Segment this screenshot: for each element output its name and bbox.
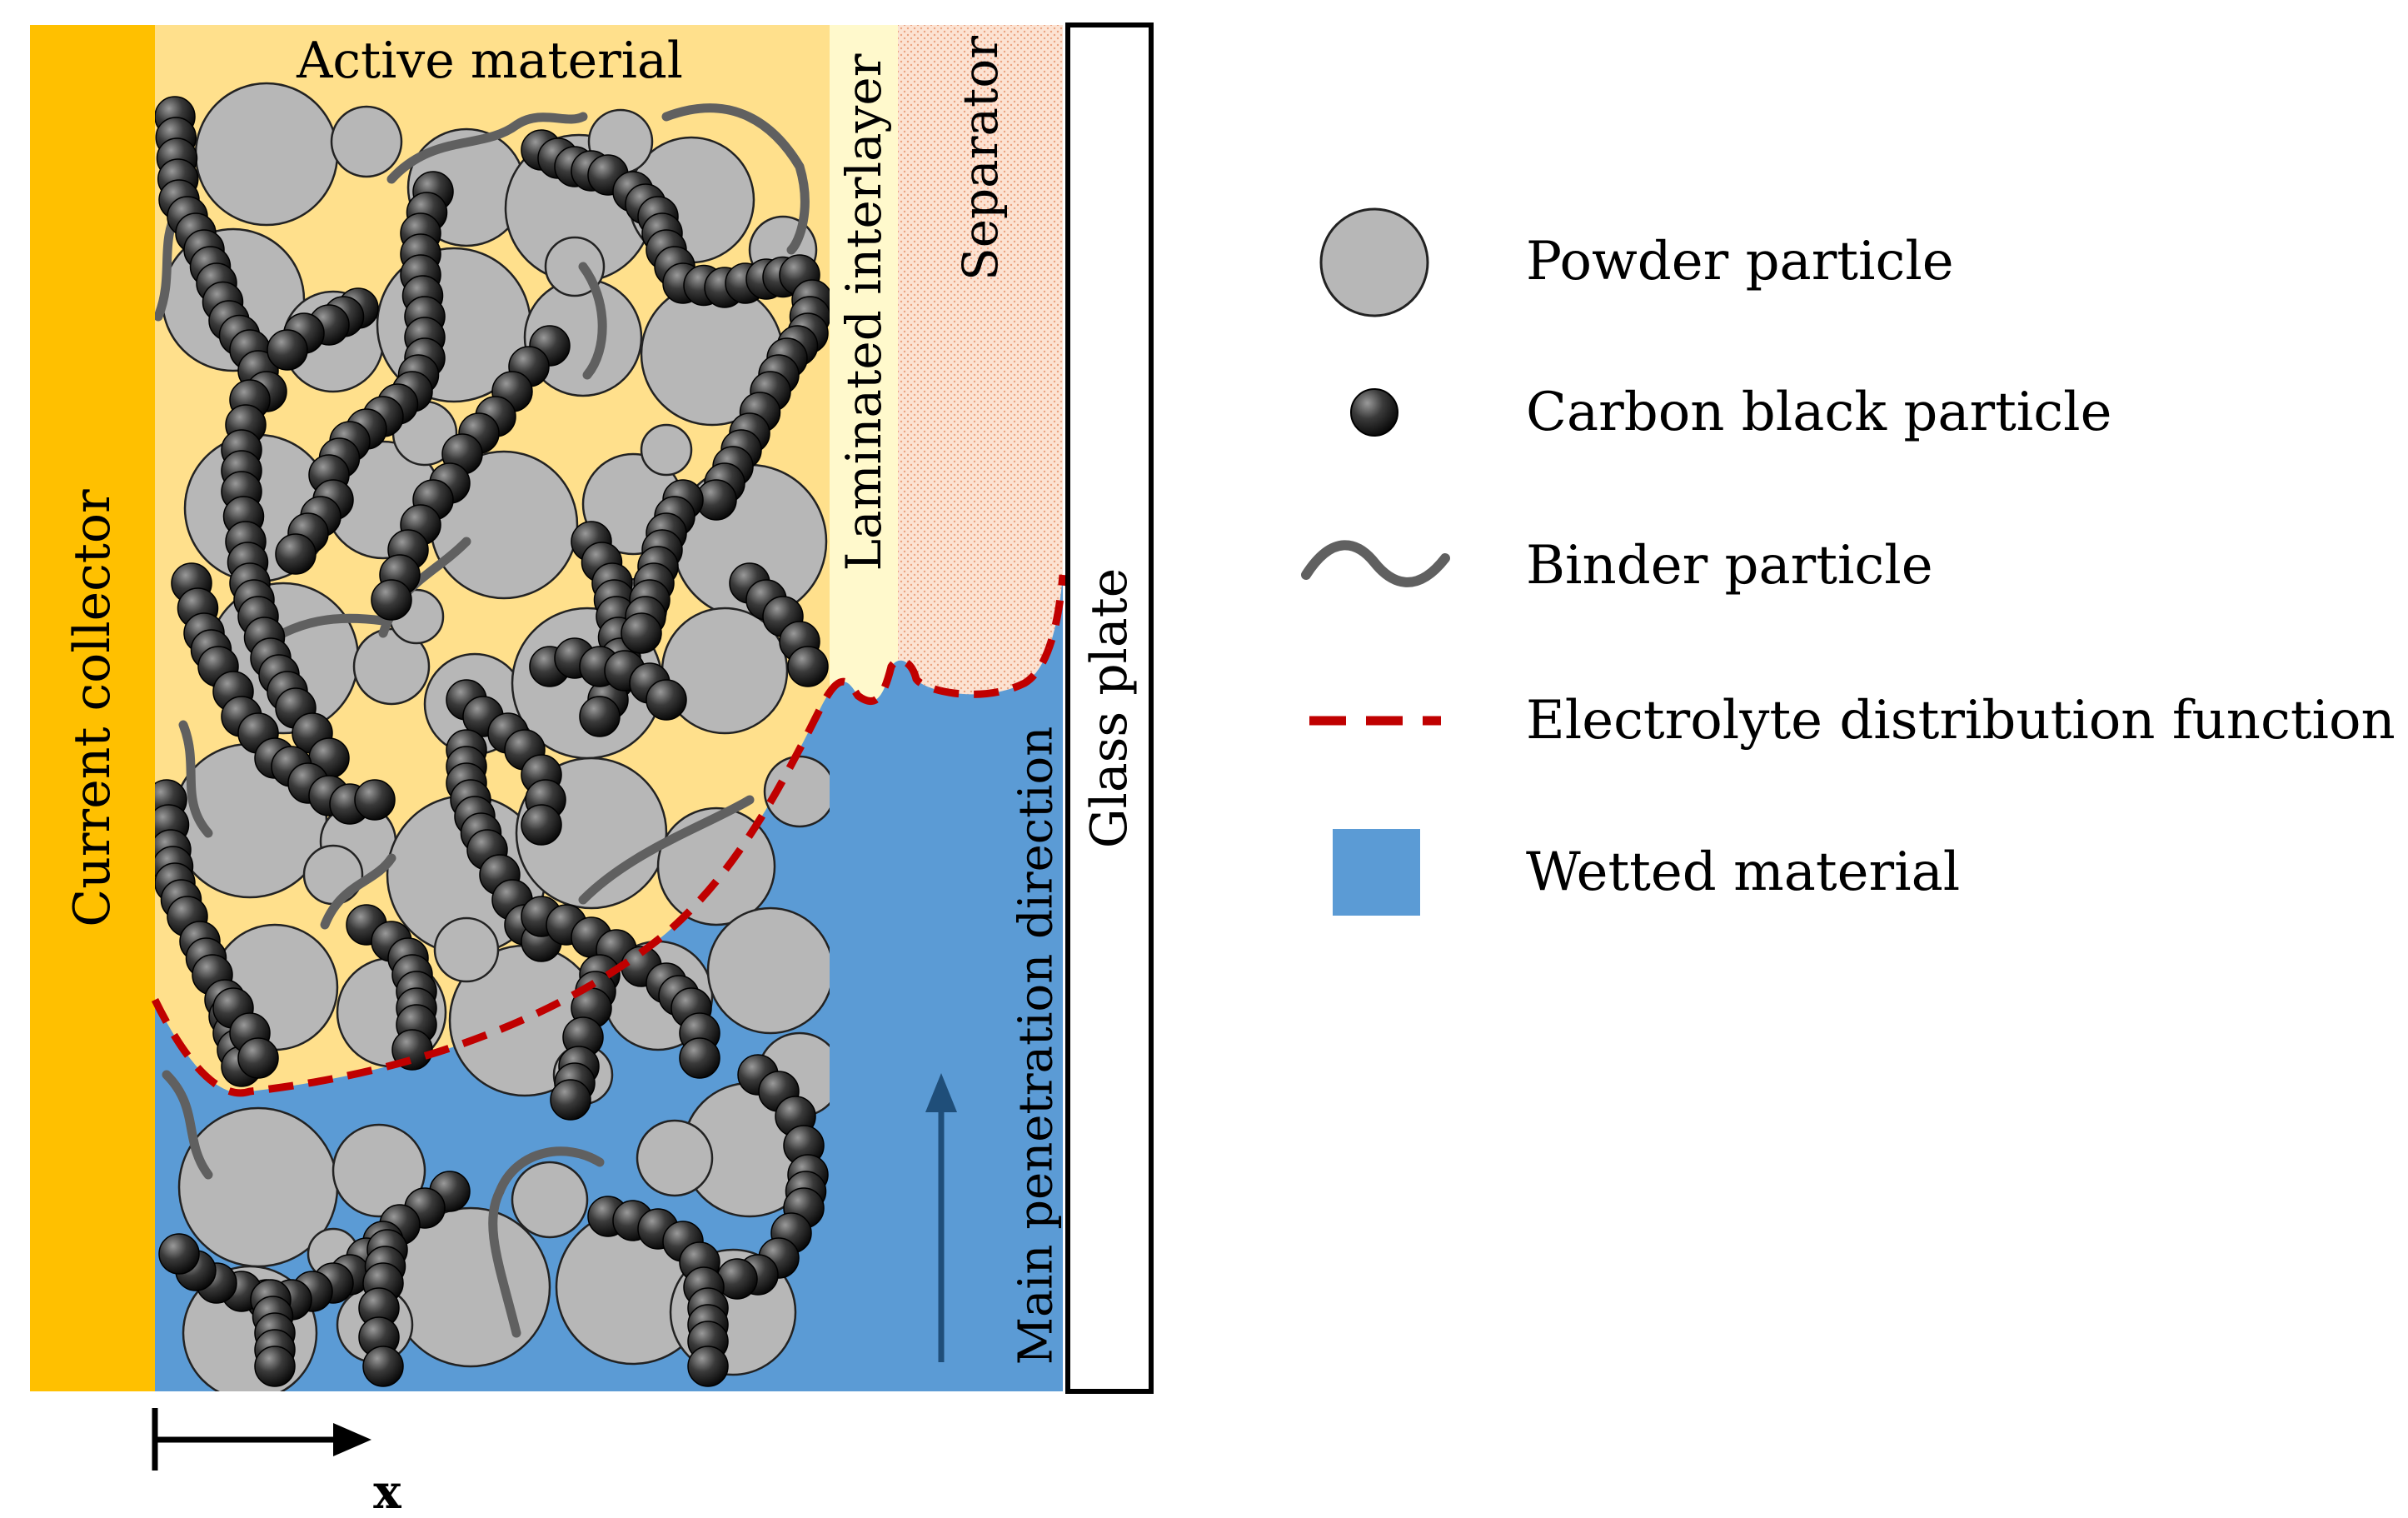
- legend-wetted-label: Wetted material: [1526, 841, 1960, 903]
- carbon-black-particle: [267, 329, 308, 371]
- carbon-black-particle: [787, 646, 829, 687]
- powder-particle: [433, 916, 500, 983]
- binder-strand: [661, 103, 810, 255]
- carbon-black-particle: [579, 696, 621, 737]
- active-material-label: Active material: [296, 32, 683, 90]
- binder-strand: [386, 112, 588, 184]
- legend-carbon-label: Carbon black particle: [1526, 382, 2111, 443]
- carbon-black-particle: [521, 804, 562, 846]
- carbon-black-particle: [646, 679, 687, 721]
- carbon-black-chain: [529, 637, 687, 721]
- carbon-black-chain: [621, 479, 704, 654]
- carbon-black-chain: [550, 954, 621, 1121]
- binder-strand: [495, 1146, 605, 1196]
- current-collector: [30, 25, 155, 1391]
- x-axis-label: x: [373, 1465, 401, 1518]
- x-axis: [152, 1408, 371, 1471]
- binder-strand: [178, 720, 213, 838]
- powder-particle: [511, 1161, 589, 1239]
- carbon-black-particle: [687, 1346, 729, 1387]
- legend-powder-symbol: [1319, 207, 1429, 317]
- carbon-black-chain: [716, 1054, 829, 1300]
- carbon-black-chain: [250, 1279, 296, 1387]
- powder-particle: [636, 1119, 714, 1197]
- carbon-black-chains: [155, 96, 830, 1387]
- powder-particle: [302, 844, 364, 906]
- carbon-black-chain: [346, 904, 437, 1071]
- legend-powder-label: Powder particle: [1526, 231, 1954, 292]
- legend-wetted-symbol: [1333, 829, 1420, 916]
- glass-plate-label: Glass plate: [1080, 568, 1139, 849]
- carbon-black-chain: [446, 679, 566, 846]
- legend-binder-label: Binder particle: [1526, 535, 1933, 597]
- carbon-black-chain: [521, 896, 720, 1079]
- carbon-black-chain: [587, 1196, 729, 1387]
- separator-label: Separator: [952, 36, 1009, 281]
- carbon-black-particle: [275, 533, 317, 575]
- legend-carbon-symbol: [1350, 388, 1398, 437]
- laminated-interlayer-label: Laminated interlayer: [835, 53, 892, 571]
- carbon-black-chain: [221, 379, 350, 779]
- carbon-black-chain: [275, 479, 354, 575]
- carbon-black-chain: [358, 1229, 408, 1387]
- binder-strand: [162, 1070, 213, 1180]
- carbon-black-particle: [237, 1037, 279, 1079]
- powder-particle: [640, 423, 693, 477]
- carbon-black-particle: [254, 1346, 296, 1387]
- binder-strand: [320, 853, 396, 930]
- carbon-black-particle: [362, 1346, 404, 1387]
- powder-particle: [330, 105, 403, 178]
- carbon-black-particle: [621, 612, 662, 654]
- legend-binder-symbol: [1301, 540, 1450, 587]
- carbon-black-particle: [371, 579, 412, 621]
- main-penetration-label: Main penetration direction: [1010, 727, 1064, 1366]
- carbon-black-chain: [521, 129, 830, 521]
- legend-electrolyte-label: Electrolyte distribution function: [1526, 690, 2396, 752]
- carbon-black-chain: [212, 987, 279, 1079]
- current-collector-label: Current collector: [63, 489, 122, 927]
- carbon-black-particle: [354, 779, 396, 821]
- carbon-black-particle: [679, 1037, 720, 1079]
- powder-particle: [352, 627, 431, 706]
- binder-strand: [578, 795, 755, 905]
- binder-strand: [578, 262, 607, 380]
- powder-particle: [194, 82, 339, 227]
- powder-particle: [706, 906, 830, 1035]
- legend: Powder particle Carbon black particle Bi…: [1301, 207, 2396, 916]
- carbon-black-chain: [171, 562, 396, 825]
- carbon-black-chain: [371, 325, 571, 621]
- glass-plate: [1065, 22, 1154, 1394]
- powder-particle: [332, 1123, 426, 1218]
- binder-strand: [278, 613, 388, 638]
- penetration-arrow: [925, 1073, 957, 1362]
- powder-particle: [656, 806, 776, 926]
- carbon-black-chain: [729, 562, 829, 687]
- carbon-black-particle: [550, 1079, 591, 1121]
- binder-strand: [488, 1186, 521, 1338]
- carbon-black-particle: [158, 1233, 200, 1275]
- carbon-black-chain: [267, 287, 379, 371]
